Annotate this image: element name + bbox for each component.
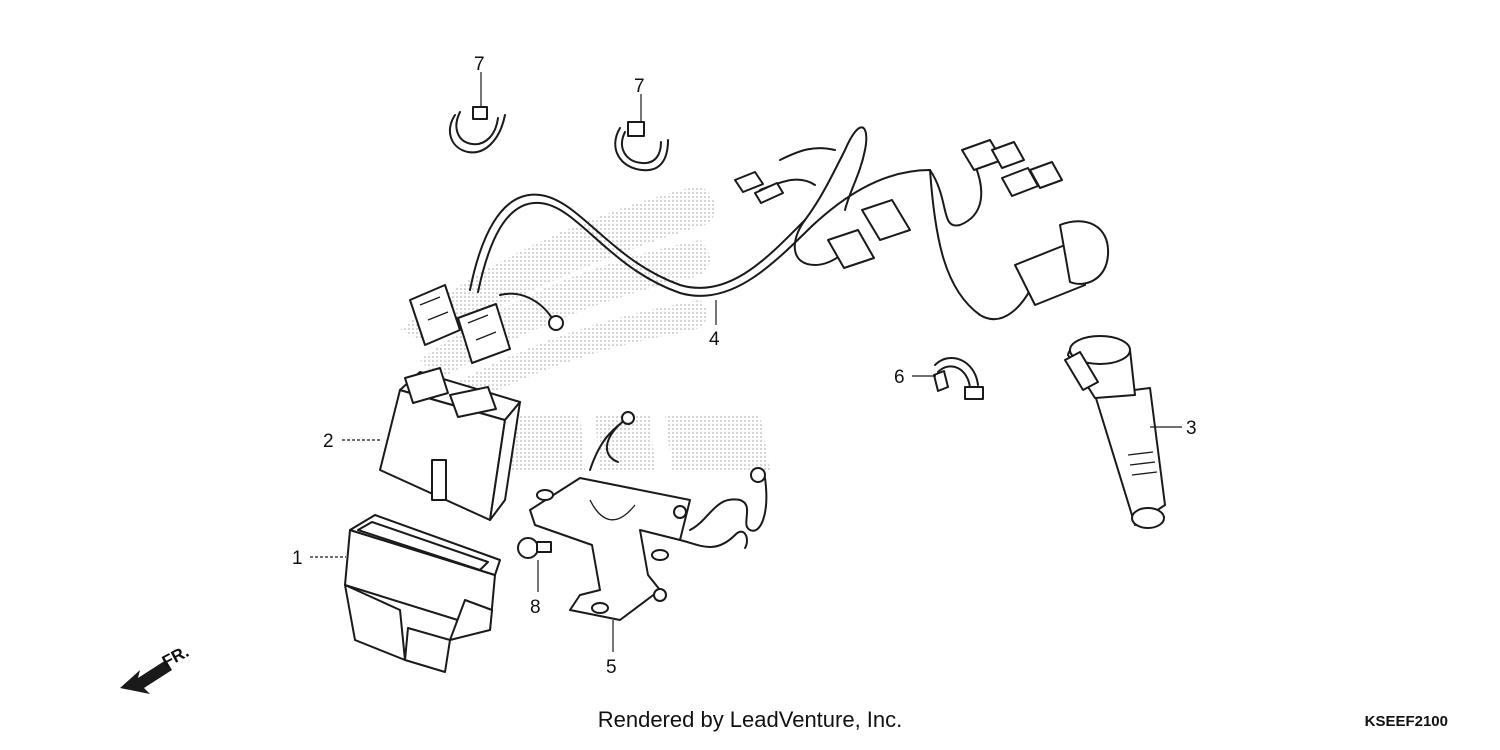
callout-6: 6 xyxy=(894,367,905,388)
cdi-unit[interactable] xyxy=(379,367,521,521)
callout-3: 3 xyxy=(1186,418,1197,439)
bolt[interactable] xyxy=(517,537,552,559)
callout-5: 5 xyxy=(606,657,617,678)
ignition-coil[interactable] xyxy=(1064,335,1166,529)
wire-band-clip-center[interactable] xyxy=(614,121,669,172)
callout-4: 4 xyxy=(709,329,720,350)
wire-harness[interactable] xyxy=(409,126,1110,364)
callout-1: 1 xyxy=(292,548,303,569)
leader-lines xyxy=(310,72,1182,652)
front-direction-marker: FR. xyxy=(120,642,192,694)
render-credit: Rendered by LeadVenture, Inc. xyxy=(597,707,903,732)
wire-band-clip-left[interactable] xyxy=(448,106,506,154)
ignition-bracket[interactable] xyxy=(529,411,768,621)
cdi-rubber-mount[interactable] xyxy=(344,514,501,673)
callout-8: 8 xyxy=(530,597,541,618)
callout-7-left: 7 xyxy=(474,54,485,75)
harness-clamp[interactable] xyxy=(933,356,984,400)
callout-7-center: 7 xyxy=(634,76,645,97)
diagram-code: KSEEF2100 xyxy=(1364,713,1448,730)
callout-2: 2 xyxy=(323,431,334,452)
